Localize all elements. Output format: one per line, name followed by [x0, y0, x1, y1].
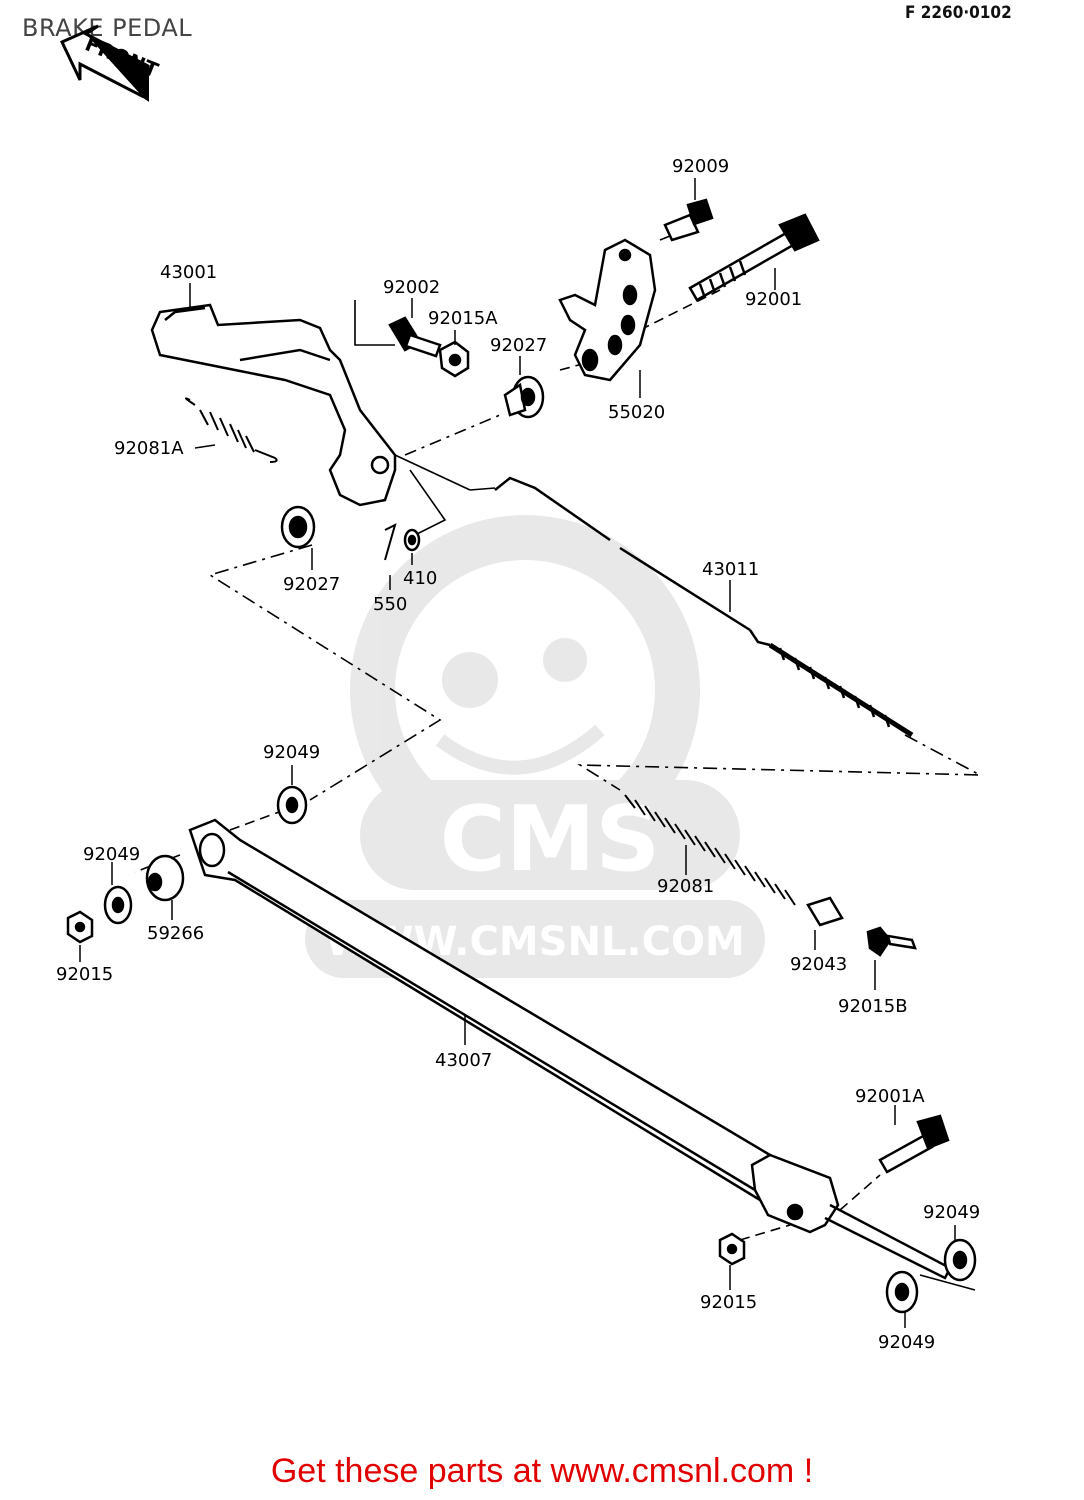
bushing-92027-upper: [503, 375, 545, 419]
bolt-92001A: [878, 1114, 950, 1174]
page-title: BRAKE PEDAL: [22, 14, 193, 42]
washer-92049-right-upper: [943, 1238, 977, 1282]
bolt-92001: [688, 213, 820, 302]
figure-code: F 2260·0102: [905, 3, 1012, 23]
washer-92049-left: [103, 885, 133, 925]
part-label: 43007: [435, 1050, 492, 1071]
bushing-92027-lower: [280, 505, 316, 549]
part-label: 92001A: [855, 1086, 925, 1107]
part-label: 43001: [160, 262, 217, 283]
shaft-end-bracket: [750, 1153, 952, 1280]
part-label: 92009: [672, 156, 729, 177]
part-label: 55020: [608, 402, 665, 423]
part-label: 410: [403, 568, 437, 589]
part-label: 92002: [383, 277, 440, 298]
part-label: 92043: [790, 954, 847, 975]
clip-92015B: [866, 926, 917, 957]
part-label: 92015: [700, 1292, 757, 1313]
part-label: 92049: [263, 742, 320, 763]
rod-43011: [494, 476, 914, 738]
spring-92081: [624, 794, 796, 906]
watermark: CMS WWW.CMSNL.COM: [305, 515, 765, 978]
part-label: 92015A: [428, 308, 498, 329]
nut-92015-left: [66, 910, 94, 944]
watermark-logo: CMS: [440, 787, 660, 892]
nut-92015A: [438, 340, 470, 378]
part-label: 92027: [490, 335, 547, 356]
bushing-59266: [145, 854, 185, 902]
part-label: 92049: [83, 844, 140, 865]
part-label: 550: [373, 594, 407, 615]
part-label: 92081: [657, 876, 714, 897]
front-arrow-icon: FRONT: [59, 24, 162, 102]
washer-92049-top: [276, 785, 308, 825]
washer-410: [403, 528, 421, 552]
bolt-92009: [663, 198, 714, 242]
part-label: 92049: [878, 1332, 935, 1353]
part-label: 92001: [745, 289, 802, 310]
part-label: 43011: [702, 559, 759, 580]
footer-link[interactable]: Get these parts at www.cmsnl.com !: [270, 1452, 814, 1490]
part-label: 92049: [923, 1202, 980, 1223]
brake-pedal: [150, 303, 397, 507]
part-label: 92081A: [114, 438, 184, 459]
part-label: 92027: [283, 574, 340, 595]
washer-92049-right-lower: [885, 1270, 919, 1314]
bolt-92002: [388, 316, 442, 358]
cotter-pin-550: [384, 523, 397, 561]
leader-lines: [79, 178, 956, 1328]
nut-92015-right: [718, 1232, 746, 1266]
part-label: 59266: [147, 923, 204, 944]
part-label: 92015B: [838, 996, 908, 1017]
bracket-55020: [558, 238, 657, 382]
part-labels: 92009 43001 92002 92015A 92001 92027 550…: [56, 156, 980, 1353]
part-label: 92015: [56, 964, 113, 985]
clevis-92043: [806, 896, 844, 927]
spring-92081A: [185, 397, 278, 463]
